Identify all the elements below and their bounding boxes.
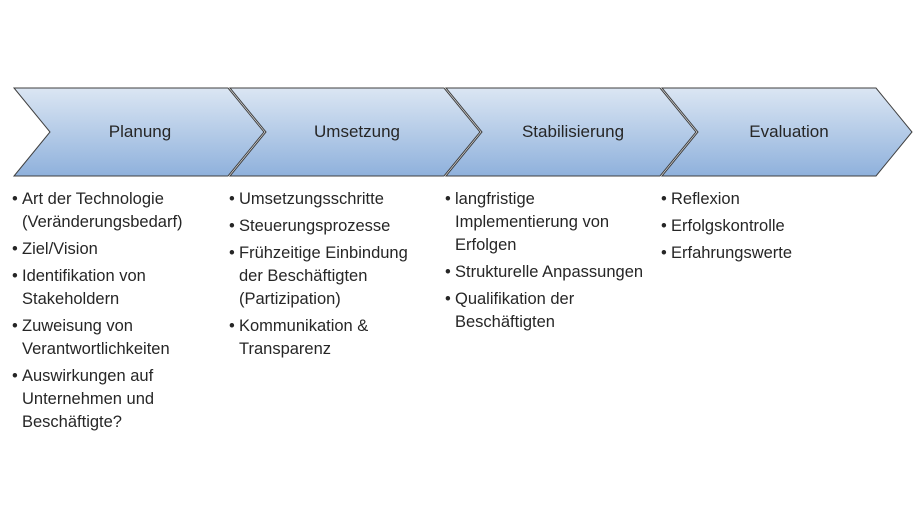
list-item: •Erfolgskontrolle [661,215,866,238]
bullet-icon: • [12,367,18,385]
list-item: •Steuerungsprozesse [229,215,434,238]
list-item: •Identifikation von Stakeholdern [12,265,217,311]
chevron-shape [228,87,481,177]
chevron-shape [660,87,913,177]
list-item: •langfristige Implementierung von Erfolg… [445,188,650,257]
bullet-icon: • [229,317,235,335]
bullet-list: •langfristige Implementierung von Erfolg… [445,188,650,334]
list-item: •Zuweisung von Verantwortlichkeiten [12,315,217,361]
bullet-icon: • [445,263,451,281]
stage-list-planung: •Art der Technologie (Veränderungsbedarf… [12,188,217,438]
chevron-shape [12,87,265,177]
stage-list-umsetzung: •Umsetzungsschritte •Steuerungsprozesse … [229,188,434,365]
bullet-icon: • [12,267,18,285]
bullet-icon: • [661,190,667,208]
list-item-text: Steuerungsprozesse [239,217,391,235]
list-item-text: Umsetzungsschritte [239,190,384,208]
chevron-shape [444,87,697,177]
list-item: •Frühzeitige Einbindung der Beschäftigte… [229,242,434,311]
chevron-planung: Planung [12,87,265,177]
bullet-icon: • [661,217,667,235]
list-item: •Erfahrungswerte [661,242,866,265]
list-item-text: Ziel/Vision [22,240,98,258]
list-item-text: langfristige Implementierung von Erfolge… [455,190,610,254]
chevron-evaluation: Evaluation [660,87,913,177]
list-item-text: Frühzeitige Einbindung der Beschäftigten… [239,244,408,308]
bullet-icon: • [445,290,451,308]
list-item: •Kommunikation & Transparenz [229,315,434,361]
bullet-icon: • [229,244,235,262]
stage-title: Stabilisierung [522,122,624,141]
list-item: •Auswirkungen auf Unternehmen und Beschä… [12,365,217,434]
chevron-stabilisierung: Stabilisierung [444,87,697,177]
bullet-list: •Reflexion •Erfolgskontrolle •Erfahrungs… [661,188,866,265]
bullet-icon: • [12,317,18,335]
list-item: •Qualifikation der Beschäftigten [445,288,650,334]
list-item-text: Kommunikation & Transparenz [239,317,369,358]
list-item-text: Reflexion [671,190,740,208]
bullet-icon: • [661,244,667,262]
bullet-icon: • [445,190,451,208]
stage-title: Evaluation [749,122,828,141]
list-item: •Strukturelle Anpassungen [445,261,650,284]
list-item-text: Erfolgskontrolle [671,217,785,235]
list-item-text: Art der Technologie (Veränderungsbedarf) [22,190,183,231]
list-item-text: Erfahrungswerte [671,244,793,262]
bullet-icon: • [12,240,18,258]
chevron-umsetzung: Umsetzung [228,87,481,177]
list-item: •Ziel/Vision [12,238,217,261]
list-item-text: Auswirkungen auf Unternehmen und Beschäf… [22,367,155,431]
bullet-icon: • [229,217,235,235]
list-item-text: Identifikation von Stakeholdern [22,267,146,308]
bullet-icon: • [229,190,235,208]
list-item: •Art der Technologie (Veränderungsbedarf… [12,188,217,234]
list-item-text: Zuweisung von Verantwortlichkeiten [22,317,170,358]
list-item-text: Strukturelle Anpassungen [455,263,644,281]
stage-list-evaluation: •Reflexion •Erfolgskontrolle •Erfahrungs… [661,188,866,269]
list-item-text: Qualifikation der Beschäftigten [455,290,575,331]
bullet-list: •Art der Technologie (Veränderungsbedarf… [12,188,217,434]
stage-title: Umsetzung [314,122,400,141]
bullet-list: •Umsetzungsschritte •Steuerungsprozesse … [229,188,434,361]
stage-title: Planung [109,122,171,141]
list-item: •Umsetzungsschritte [229,188,434,211]
stage-list-stabilisierung: •langfristige Implementierung von Erfolg… [445,188,650,338]
list-item: •Reflexion [661,188,866,211]
bullet-icon: • [12,190,18,208]
